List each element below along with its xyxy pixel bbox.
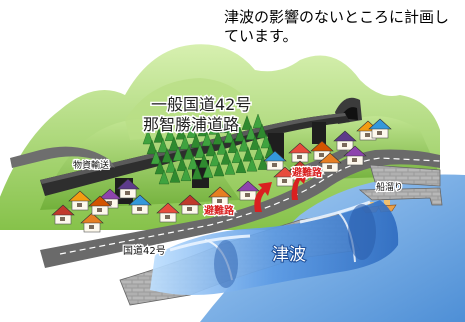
evacuation-route-label-right: 避難路 [291, 166, 323, 179]
tree-icon [209, 151, 221, 167]
house-icon [343, 145, 367, 166]
house-icon [236, 180, 260, 201]
house-icon [208, 186, 232, 207]
house-icon [80, 212, 104, 233]
tree-icon [256, 123, 268, 139]
tree-icon [183, 144, 195, 160]
house-icon [88, 195, 112, 216]
tree-icon [186, 123, 198, 138]
tree-icon [197, 121, 209, 137]
tree-icon [260, 133, 272, 149]
tree-icon [168, 136, 180, 151]
tree-icon [242, 146, 254, 162]
tree-icon [245, 125, 257, 140]
house-icon [333, 130, 357, 151]
tree-icon [241, 115, 253, 130]
house-icon [98, 188, 122, 209]
house-icon [68, 190, 92, 211]
tree-icon [158, 169, 170, 185]
caption: 津波の影響のないところに計画しています。 [224, 8, 450, 45]
house-icon [178, 194, 202, 215]
tree-icon [154, 159, 166, 175]
evacuation-arrow-icon [254, 170, 308, 212]
tree-icon [194, 143, 206, 158]
tree-icon [153, 127, 165, 143]
house-icon [51, 204, 75, 225]
tree-icon [191, 164, 203, 180]
tree-icon [249, 135, 261, 150]
house-icon [116, 178, 140, 199]
tree-icon [234, 126, 246, 142]
supply-transport-label: 物資輸送 [73, 159, 109, 171]
tree-icon [157, 137, 169, 153]
tree-icon [235, 158, 247, 173]
boat-slip-wall [358, 187, 443, 206]
tree-icon [253, 145, 265, 160]
tree-icon [230, 116, 242, 132]
tree-icon [190, 133, 202, 148]
tree-icon [231, 148, 243, 163]
tree-icon [213, 161, 225, 177]
tree-icon [224, 159, 236, 175]
tree-icon [205, 141, 217, 157]
evacuation-route-label-left: 避難路 [203, 204, 235, 217]
tree-icon [142, 129, 154, 145]
houses [51, 118, 392, 233]
house-icon [156, 202, 180, 223]
tree-icon [176, 156, 188, 171]
tree-icon [257, 155, 269, 170]
tree-icon [161, 147, 173, 163]
tree-icon [227, 138, 239, 153]
tree-icon [198, 153, 210, 168]
boat-slip-label: 船溜り [376, 181, 403, 193]
tree-icon [165, 157, 177, 173]
tsunami-label: 津波 [272, 245, 306, 265]
right-seawall [369, 164, 441, 187]
house-icon [263, 150, 287, 171]
route-42-label: 国道42号 [123, 244, 166, 257]
tsunami-wave [150, 200, 399, 295]
tree-icon [208, 119, 220, 135]
house-icon [288, 142, 312, 163]
tree-icon [202, 163, 214, 178]
house-icon [273, 166, 297, 187]
tree-icon [179, 134, 191, 150]
supply-road [10, 146, 115, 168]
tree-icon [172, 146, 184, 161]
house-icon [128, 194, 152, 215]
tree-icon [212, 129, 224, 145]
tree-icon [223, 128, 235, 143]
highway-label-line1: 一般国道42号 [151, 95, 251, 114]
tree-icon [216, 139, 228, 155]
tree-icon [180, 166, 192, 181]
highway-label-line2: 那智勝浦道路 [143, 115, 239, 134]
tree-icon [219, 118, 231, 133]
tree-icon [169, 167, 181, 183]
house-icon [368, 118, 392, 139]
tree-icon [146, 139, 158, 155]
tree-icon [164, 126, 176, 141]
tree-icon [238, 136, 250, 152]
tree-icon [175, 124, 187, 140]
tree-icon [246, 156, 258, 172]
tree-icon [187, 154, 199, 170]
tree-icon [150, 149, 162, 165]
tree-icon [220, 149, 232, 165]
tree-icon [201, 131, 213, 147]
tree-icon [252, 113, 264, 129]
house-icon [318, 152, 342, 173]
